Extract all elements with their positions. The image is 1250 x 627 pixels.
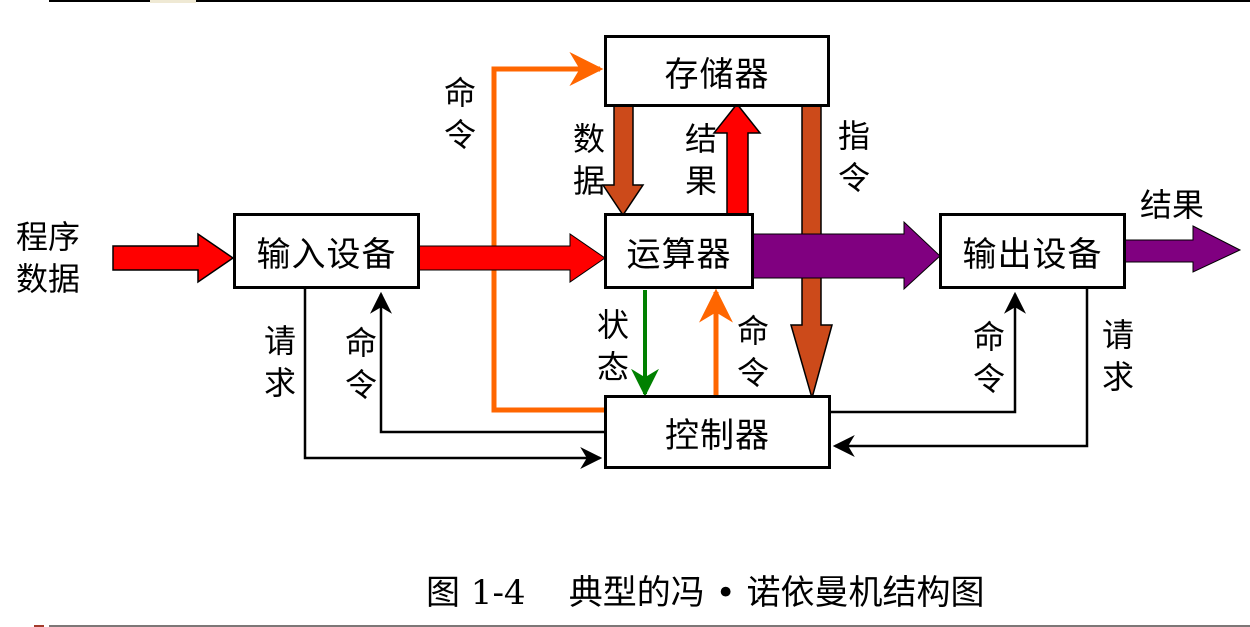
controller-label: 控制器 xyxy=(665,415,770,456)
data-label: 数据 xyxy=(572,120,605,200)
arrow-controller-command-to-input xyxy=(370,291,605,434)
output-request-label: 请求 xyxy=(1101,316,1134,396)
controller-box: 控制器 xyxy=(604,395,831,469)
command-to-memory-label: 命令 xyxy=(443,74,476,154)
top-rule xyxy=(49,0,1250,2)
arrow-controller-command-to-output xyxy=(829,291,1026,414)
memory-box: 存储器 xyxy=(604,35,830,107)
result-out-label: 结果 xyxy=(1140,186,1205,224)
command-to-alu-label: 命令 xyxy=(736,312,769,392)
input-device-box: 输入设备 xyxy=(233,213,420,289)
output-device-box: 输出设备 xyxy=(939,213,1126,289)
arrow-alu-to-memory-result xyxy=(712,102,762,216)
arrow-alu-to-output xyxy=(751,220,941,291)
bottom-rule xyxy=(49,625,1250,627)
input-command-label: 命令 xyxy=(344,324,377,404)
input-device-label: 输入设备 xyxy=(256,234,397,275)
figure-title: 典型的冯 • 诺依曼机结构图 xyxy=(568,573,985,613)
input-request-label: 请求 xyxy=(263,322,296,402)
arrow-output-result xyxy=(1121,225,1242,273)
bottom-mark xyxy=(34,625,44,627)
program-data-label: 程序 数据 xyxy=(16,218,81,298)
memory-label: 存储器 xyxy=(664,54,770,95)
alu-label: 运算器 xyxy=(626,234,732,275)
arrow-output-request-to-controller xyxy=(832,289,1089,457)
instruction-label: 指令 xyxy=(837,117,870,197)
arrow-controller-to-memory xyxy=(491,52,605,413)
arrow-program-data-to-input xyxy=(112,232,235,284)
arrow-memory-to-alu-data xyxy=(601,103,645,217)
top-fragment xyxy=(150,0,196,3)
status-label: 状态 xyxy=(596,306,629,386)
output-command-label: 命令 xyxy=(972,318,1005,398)
result-up-label: 结果 xyxy=(684,120,717,200)
arrow-input-to-alu xyxy=(417,233,606,283)
figure-number: 图 1-4 xyxy=(426,573,526,613)
output-device-label: 输出设备 xyxy=(962,234,1103,275)
arrow-input-request-to-controller xyxy=(303,289,603,469)
figure-caption: 图 1-4 典型的冯 • 诺依曼机结构图 xyxy=(426,565,984,614)
alu-box: 运算器 xyxy=(604,213,754,289)
